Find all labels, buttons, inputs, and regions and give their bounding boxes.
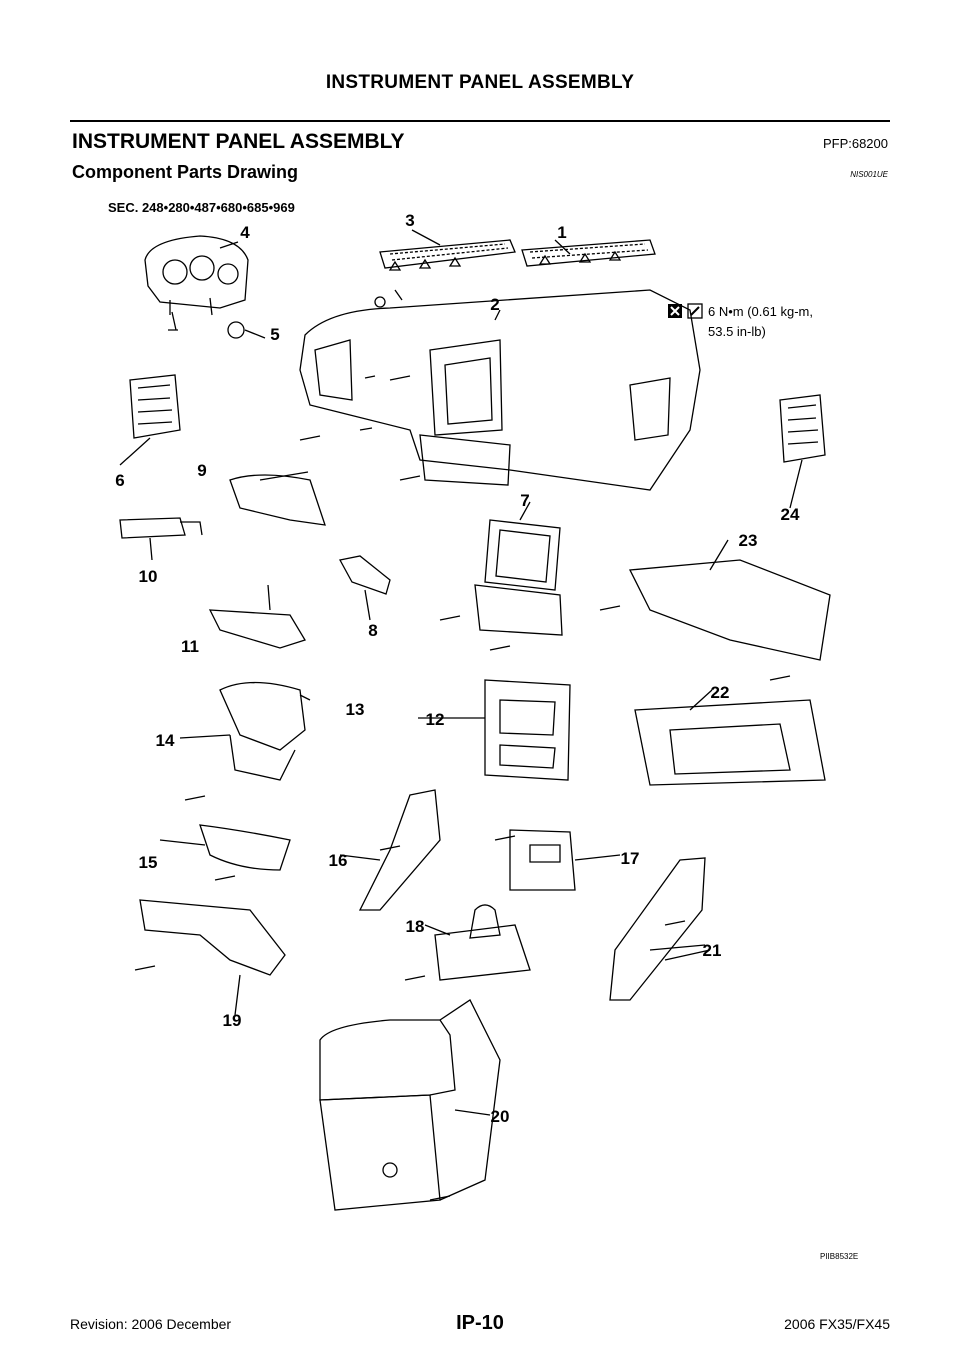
side-vent-right — [779, 394, 826, 463]
leader-lines — [119, 229, 803, 1116]
wiper-switch — [339, 555, 391, 595]
callout-7: 7 — [520, 491, 529, 510]
callout-17: 17 — [621, 849, 640, 868]
callout-21: 21 — [703, 941, 722, 960]
instrument-panel — [299, 289, 701, 491]
page-header-title: INSTRUMENT PANEL ASSEMBLY — [325, 72, 635, 93]
glove-box — [628, 559, 831, 661]
combination-switch — [119, 517, 203, 539]
component-parts-drawing: SEC. 248•280•487•680•685•969 6 N•m (0.61… — [108, 200, 831, 1211]
center-cluster-panel — [484, 679, 571, 781]
footer-page-number: IP-10 — [456, 1312, 504, 1334]
subsection-title: Component Parts Drawing — [72, 162, 299, 182]
callout-4: 4 — [240, 223, 250, 242]
torque-wrench-icon — [687, 303, 703, 319]
section-title: INSTRUMENT PANEL ASSEMBLY — [72, 130, 405, 153]
footer-model: 2006 FX35/FX45 — [784, 1316, 890, 1332]
knee-protector — [199, 824, 291, 871]
subsection-code: NIS001UE — [850, 170, 888, 179]
console-finisher-left — [358, 789, 441, 911]
sec-label: SEC. 248•280•487•680•685•969 — [108, 200, 295, 215]
header-divider — [70, 120, 890, 122]
callout-8: 8 — [368, 621, 377, 640]
lower-instrument-cover — [139, 899, 286, 976]
callout-1: 1 — [557, 223, 566, 242]
callout-15: 15 — [139, 853, 158, 872]
callout-14: 14 — [156, 731, 175, 750]
steering-column-cover — [219, 681, 306, 781]
callout-10: 10 — [139, 567, 158, 586]
callout-9: 9 — [197, 461, 206, 480]
shift-lever-finisher — [434, 904, 531, 981]
display-unit — [474, 519, 563, 636]
console-finisher-right — [609, 857, 706, 1001]
torque-legend: 6 N•m (0.61 kg-m, 53.5 in-lb) — [668, 303, 813, 339]
callout-6: 6 — [115, 471, 124, 490]
callout-23: 23 — [739, 531, 758, 550]
callout-22: 22 — [711, 683, 730, 702]
defroster-grilles — [379, 239, 656, 271]
pfp-code: PFP:68200 — [822, 136, 888, 151]
callout-numbers: 1 2 3 4 5 6 7 8 9 10 11 12 13 14 15 16 1… — [115, 211, 800, 1126]
callout-12: 12 — [426, 710, 445, 729]
figure-id: PIIB8532E — [820, 1252, 859, 1261]
callout-18: 18 — [406, 917, 425, 936]
callout-20: 20 — [491, 1107, 510, 1126]
callout-3: 3 — [405, 211, 414, 230]
cup-holder-finisher — [509, 829, 576, 891]
callout-16: 16 — [329, 851, 348, 870]
mounting-bracket — [208, 584, 306, 649]
callout-11: 11 — [181, 637, 199, 656]
side-vent-left — [129, 374, 181, 439]
callout-24: 24 — [781, 505, 800, 524]
callout-13: 13 — [346, 700, 365, 719]
torque-spec-line2: 53.5 in-lb) — [708, 324, 766, 339]
callout-2: 2 — [490, 295, 499, 314]
callout-5: 5 — [270, 325, 279, 344]
callout-19: 19 — [223, 1011, 242, 1030]
torque-spec-line1: 6 N•m (0.61 kg-m, — [708, 304, 813, 319]
storage-tray — [634, 699, 826, 786]
center-console — [319, 999, 501, 1211]
meter-hood — [144, 235, 249, 331]
cluster-lid — [229, 474, 326, 526]
screws — [134, 375, 791, 1201]
footer-revision: Revision: 2006 December — [70, 1316, 232, 1332]
clip-part — [227, 321, 245, 339]
